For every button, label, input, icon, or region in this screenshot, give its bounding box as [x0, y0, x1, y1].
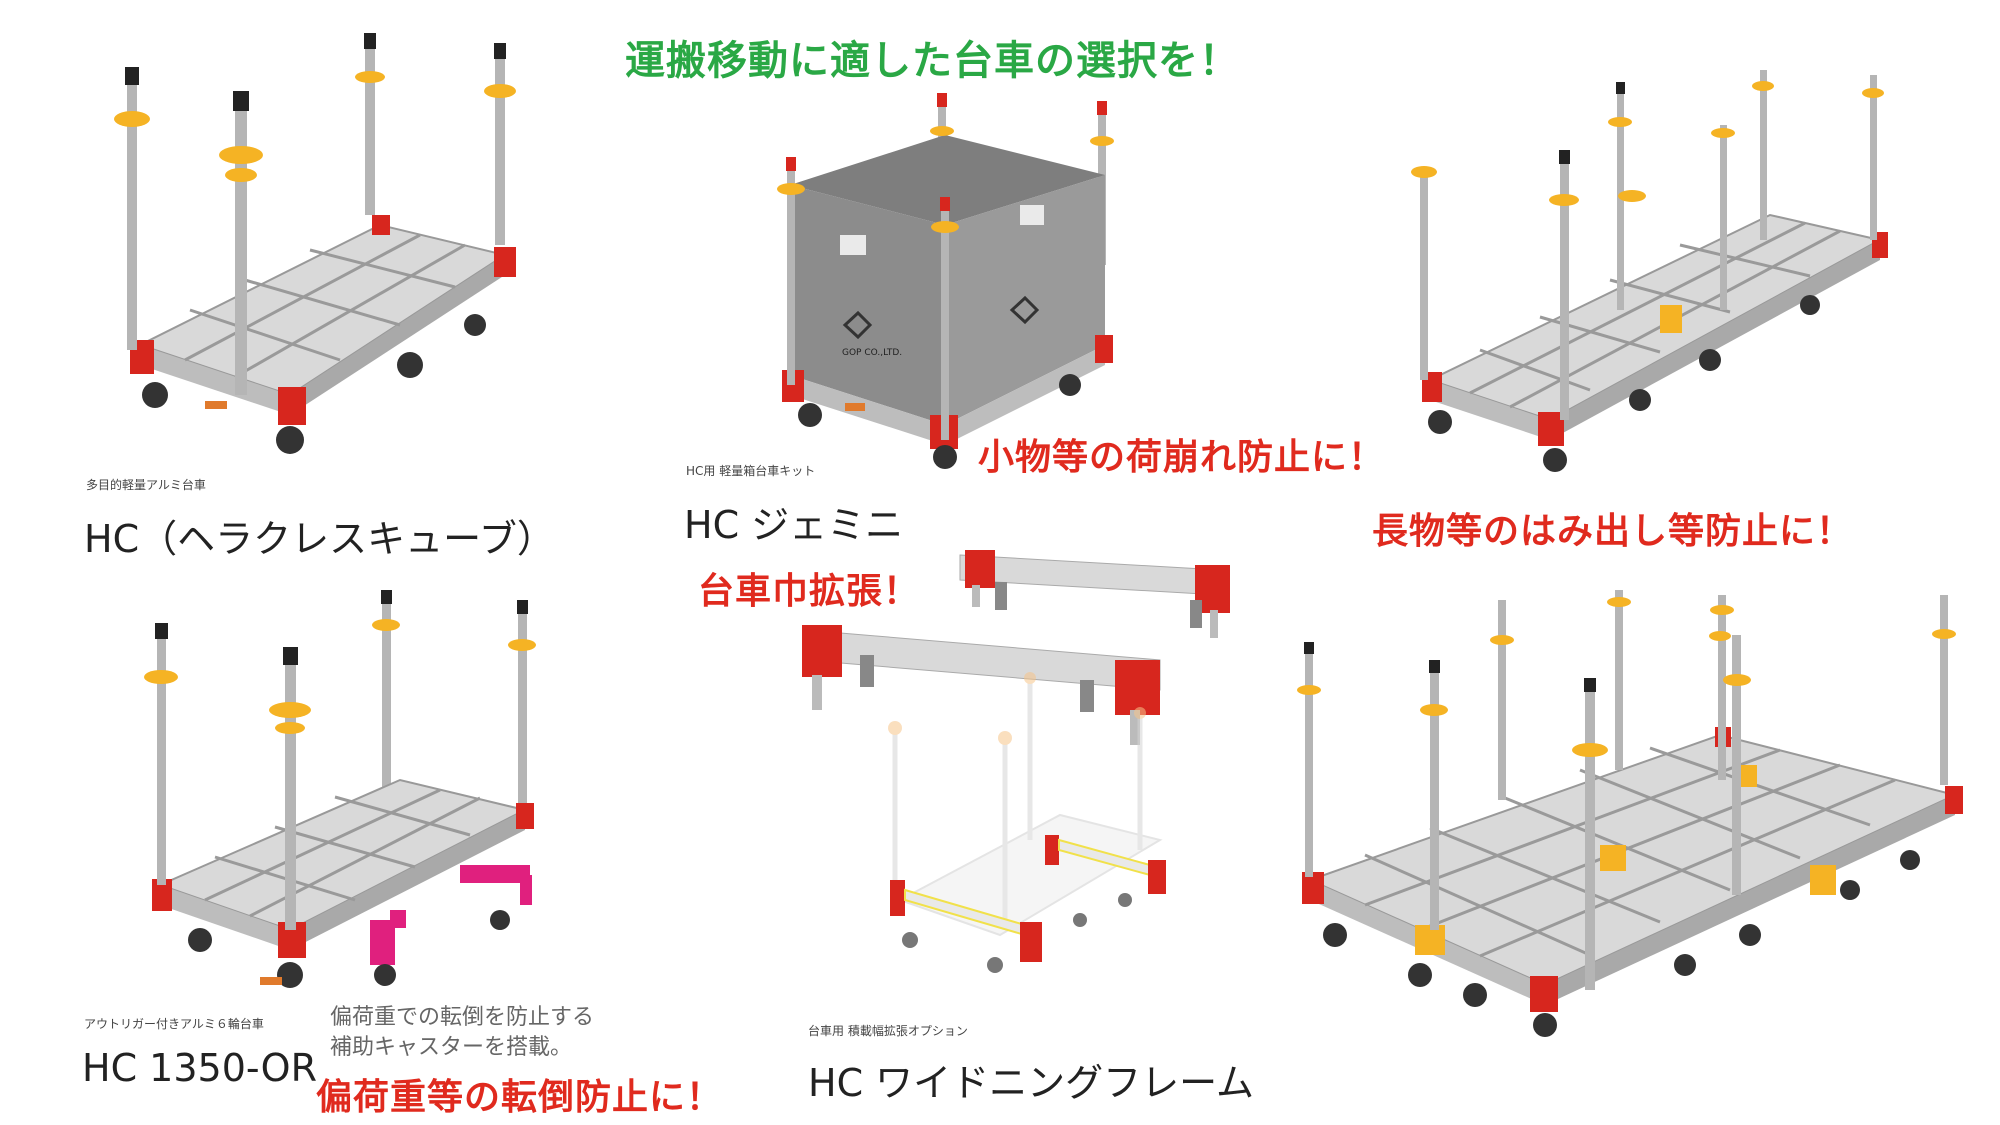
- or1350-tagline: 偏荷重等の転倒防止に！: [316, 1077, 724, 1118]
- gemini-caption: HC用 軽量箱台車キット: [686, 464, 816, 478]
- or1350-caption: アウトリガー付きアルミ６輪台車: [84, 1017, 264, 1031]
- cart-linked-2-image: [1411, 70, 1888, 472]
- cart-hc-image: [114, 33, 516, 454]
- widening-caption: 台車用 積載幅拡張オプション: [808, 1024, 968, 1038]
- gemini-tagline: 小物等の荷崩れ防止に！: [978, 437, 1386, 478]
- hc-caption: 多目的軽量アルミ台車: [86, 478, 206, 492]
- hc-product-name: HC（ヘラクレスキューブ）: [84, 517, 555, 561]
- linked-tagline: 長物等のはみ出し等防止に！: [1372, 511, 1854, 552]
- cart-gemini-image: GOP CO.,LTD.: [777, 93, 1114, 469]
- or1350-description-line2: 補助キャスターを搭載。: [330, 1035, 573, 1060]
- gemini-box-label: GOP CO.,LTD.: [842, 348, 902, 358]
- gemini-product-name: HC ジェミニ: [684, 503, 904, 547]
- or1350-product-name: HC 1350-OR: [82, 1046, 317, 1090]
- widening-frame-image: [802, 550, 1230, 973]
- page-headline: 運搬移動に適した台車の選択を！: [625, 38, 1240, 84]
- widening-product-name: HC ワイドニングフレーム: [808, 1061, 1255, 1105]
- cart-1350-or-image: [144, 590, 536, 988]
- widening-tagline: 台車巾拡張！: [698, 571, 921, 612]
- or1350-description-line1: 偏荷重での転倒を防止する: [330, 1005, 595, 1030]
- cart-linked-4-image: [1297, 590, 1963, 1037]
